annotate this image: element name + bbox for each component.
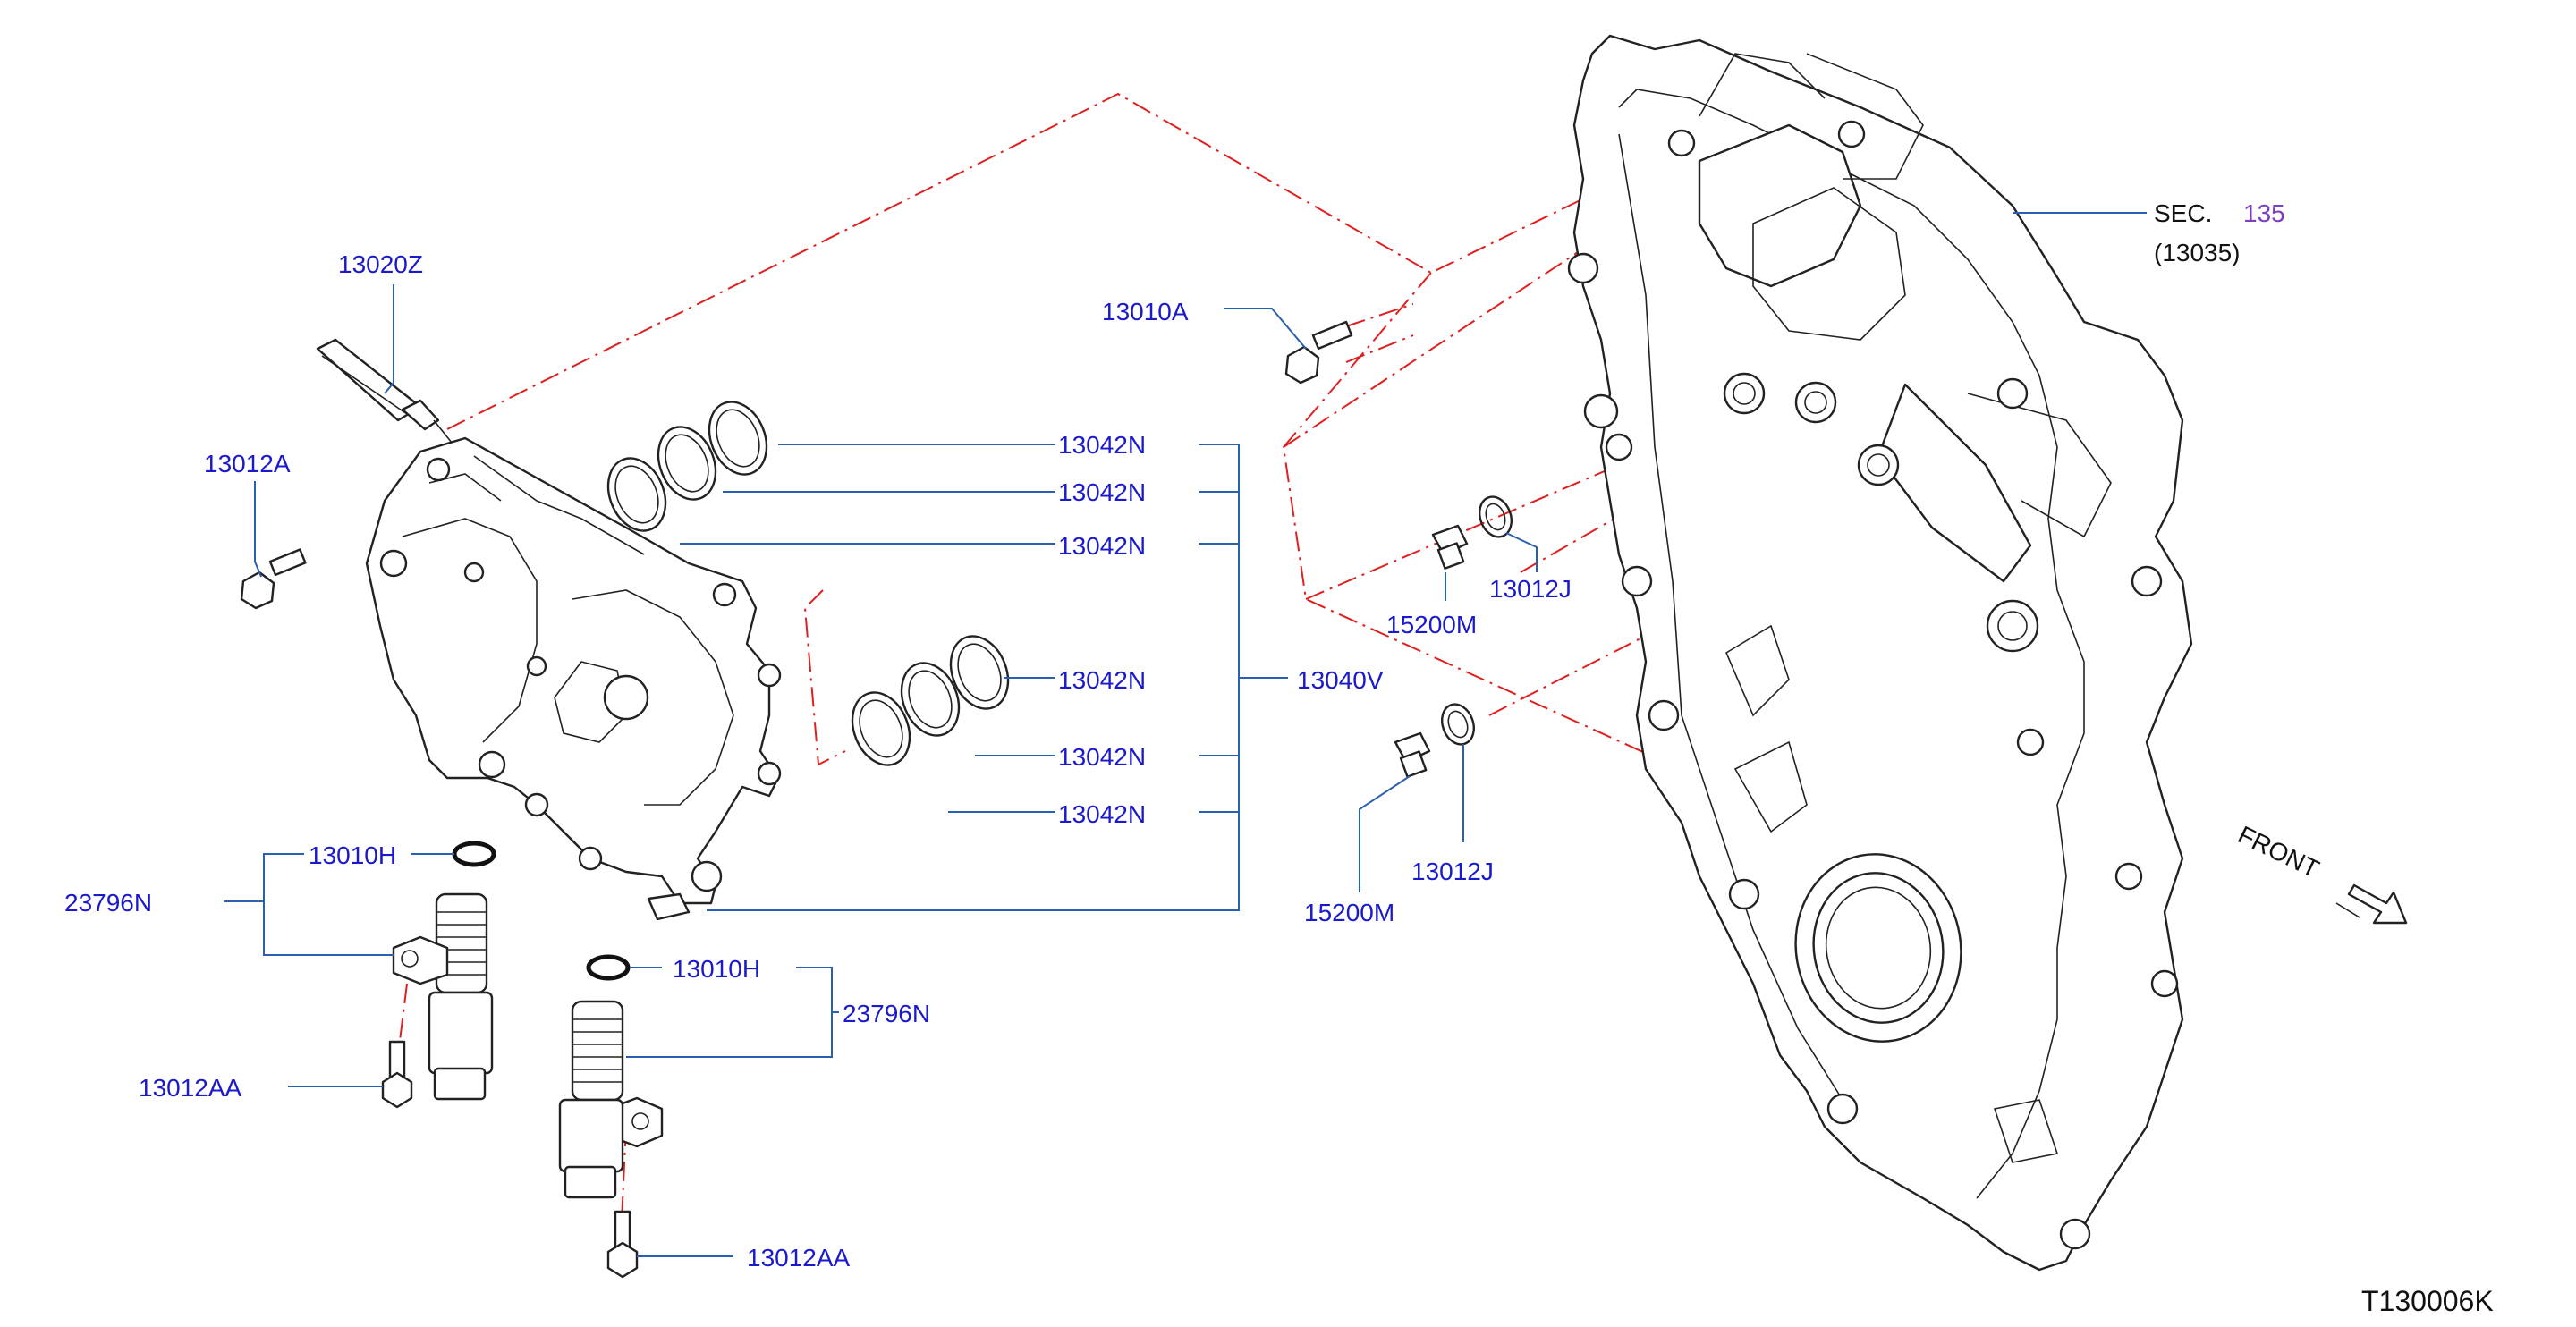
label-13010H-2: 13010H: [673, 955, 760, 983]
seal-rings-lower: [851, 635, 1010, 766]
label-13042N-1: 13042N: [1058, 431, 1146, 459]
oring-13010H-lower: [586, 954, 631, 981]
washer-13012J-upper: [1478, 495, 1513, 538]
diagram-code: T130006K: [2361, 1285, 2494, 1317]
front-arrow: [2335, 883, 2408, 925]
label-15200M-2: 15200M: [1304, 899, 1394, 926]
label-13012AA-2: 13012AA: [747, 1244, 851, 1272]
bolt-13012AA-lower: [606, 1210, 639, 1279]
label-13040V: 13040V: [1297, 666, 1384, 694]
label-13042N-4: 13042N: [1058, 666, 1146, 694]
plug-15200M-lower: [1394, 731, 1431, 778]
front-label: FRONT: [2233, 821, 2323, 883]
bolt-13010A: [1284, 320, 1353, 385]
bolt-13012A: [240, 548, 307, 610]
label-13010A: 13010A: [1102, 298, 1189, 325]
leader-lines: [224, 212, 2147, 1257]
label-23796N-1: 23796N: [64, 889, 152, 917]
label-13012AA-1: 13012AA: [139, 1074, 242, 1102]
sealant-tube: [316, 338, 453, 444]
label-13010H-1: 13010H: [309, 841, 396, 869]
bolt-13012AA-upper: [381, 1040, 413, 1109]
oring-13010H-upper: [452, 841, 496, 867]
label-13042N-6: 13042N: [1058, 800, 1146, 828]
section-reference: SEC. 135 (13035): [2154, 199, 2285, 266]
solenoid-valve-upper: [392, 892, 494, 1101]
label-23796N-2: 23796N: [843, 1000, 930, 1027]
seal-rings-upper: [606, 401, 768, 532]
front-cover-assembly: [1567, 34, 2193, 1272]
washer-13012J-lower: [1440, 703, 1476, 746]
label-13012J-2: 13012J: [1411, 858, 1494, 885]
section-number: 135: [2243, 199, 2285, 227]
label-13042N-5: 13042N: [1058, 743, 1146, 771]
label-13012J-1: 13012J: [1489, 575, 1572, 603]
section-prefix: SEC.: [2154, 199, 2212, 227]
label-13020Z: 13020Z: [338, 250, 423, 278]
label-15200M-1: 15200M: [1386, 611, 1477, 638]
solenoid-valve-lower: [558, 1000, 664, 1199]
label-13042N-3: 13042N: [1058, 532, 1146, 560]
label-13012A: 13012A: [204, 450, 291, 478]
plug-15200M-upper: [1431, 524, 1469, 570]
label-13042N-2: 13042N: [1058, 478, 1146, 506]
section-sub: (13035): [2154, 239, 2241, 266]
callout-labels: 13020Z 13012A 13010A 13042N 13042N 13042…: [64, 250, 1572, 1272]
valve-timing-cover: [365, 436, 782, 921]
